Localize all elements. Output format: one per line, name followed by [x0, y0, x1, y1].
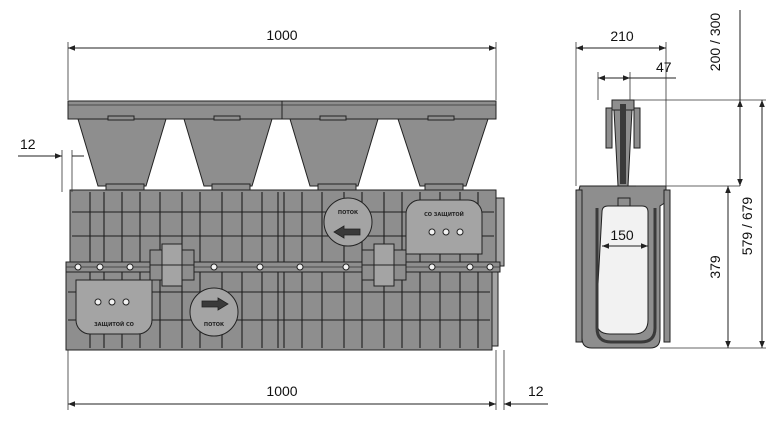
dim-grate-height-label: 200 / 300: [707, 13, 723, 72]
dim-channel-width-label: 150: [610, 227, 634, 243]
dim-total-height-label: 579 / 679: [739, 197, 755, 256]
dim-right-offset-label: 12: [528, 383, 544, 399]
hoppers: [77, 115, 489, 192]
cover-badge-bottom: ЗАЩИТОЙ СО: [75, 279, 153, 335]
dim-bottom-width-label: 1000: [266, 383, 297, 399]
arrow-bottom-label: ПОТОК: [204, 322, 225, 328]
dim-side-width-label: 210: [610, 28, 634, 44]
dim-slot-width-label: 47: [656, 59, 672, 75]
front-view: СО ЗАЩИТОЙ ЗАЩИТОЙ СО ПОТОК ПОТОК: [65, 100, 505, 351]
dimension-lines: [18, 10, 766, 410]
bolts: [74, 263, 494, 271]
clamp-left: [149, 243, 195, 287]
dim-body-height-label: 379: [707, 255, 723, 279]
badge-bottom-label: ЗАЩИТОЙ СО: [94, 320, 134, 328]
channel-opening: [595, 205, 649, 335]
dim-left-offset-label: 12: [20, 136, 36, 152]
cover-badge-top: СО ЗАЩИТОЙ: [405, 199, 483, 255]
flow-arrow-top: ПОТОК: [323, 197, 373, 247]
arrow-top-label: ПОТОК: [338, 210, 359, 216]
flow-arrow-bottom: ПОТОК: [189, 287, 239, 337]
dim-top-width-label: 1000: [266, 27, 297, 43]
badge-top-label: СО ЗАЩИТОЙ: [424, 210, 464, 218]
clamp-right: [361, 243, 407, 287]
side-view: [575, 99, 671, 349]
